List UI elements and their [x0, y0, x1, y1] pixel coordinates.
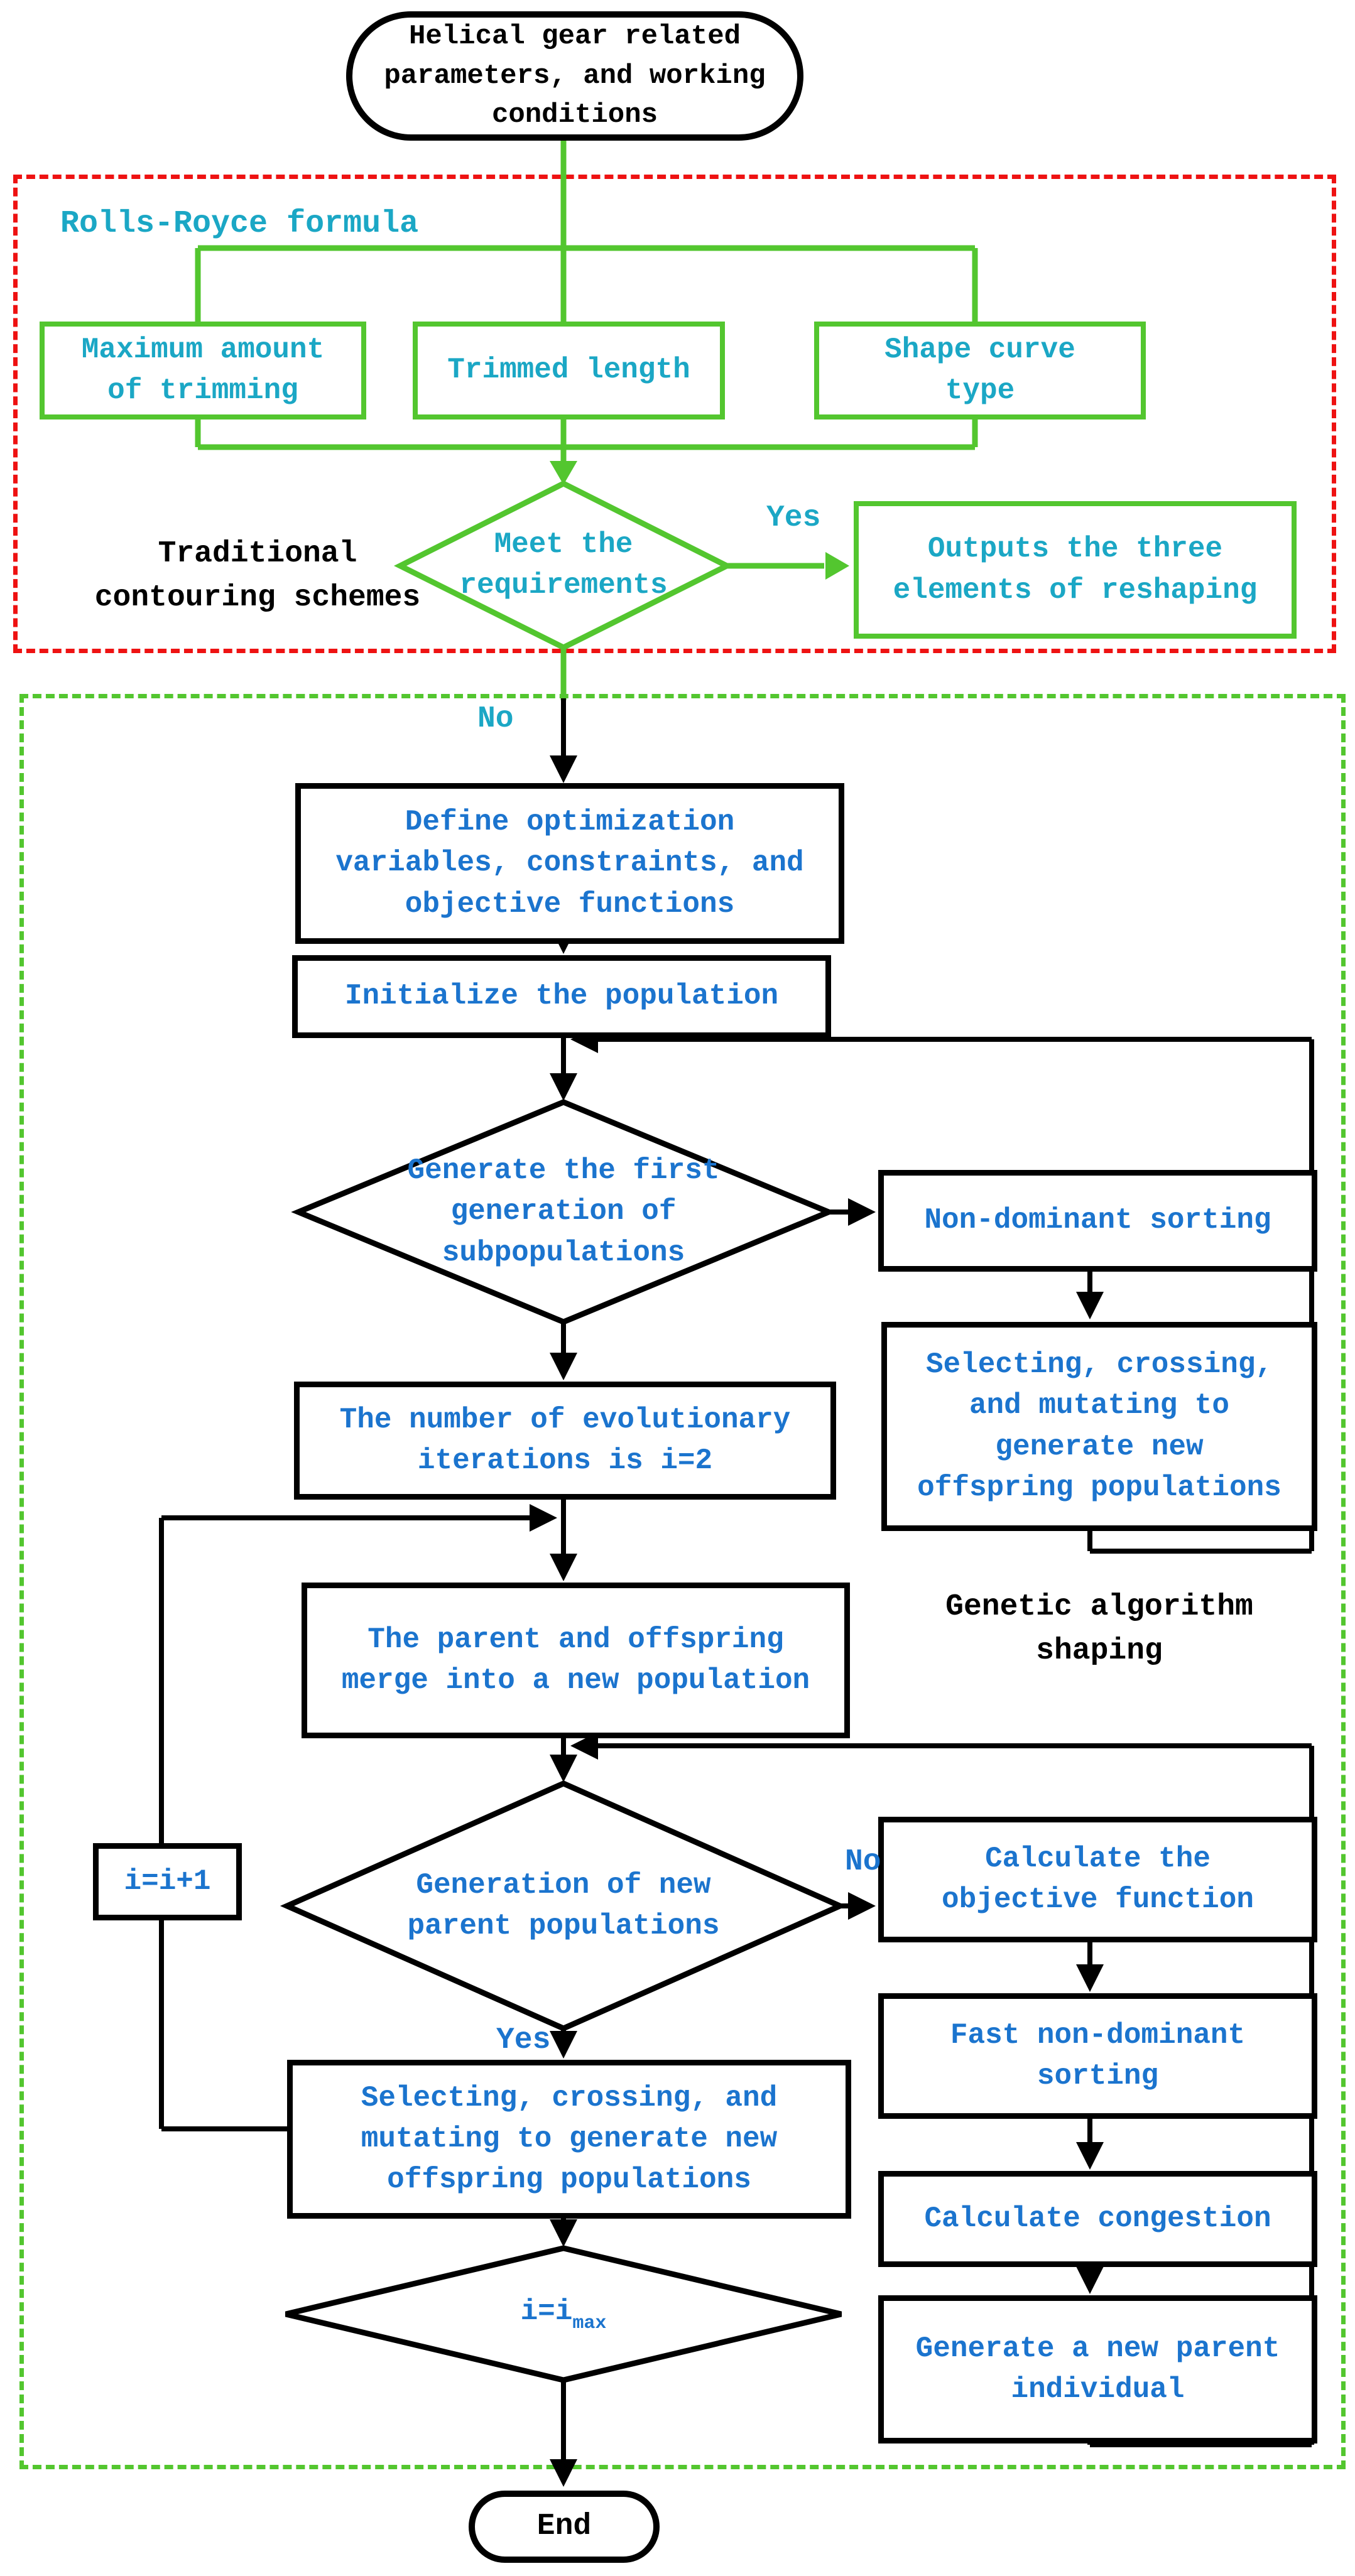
congestion-label: Calculate congestion: [924, 2202, 1271, 2235]
new-parent-decision-text: Generation of new parent populations: [362, 1824, 765, 1988]
shape-curve-label: Shape curve type: [884, 333, 1075, 407]
no-label-traditional: No: [477, 702, 514, 736]
trimmed-length-label: Trimmed length: [447, 354, 690, 387]
max-iter-decision-text: i=imax: [413, 2261, 714, 2368]
max-iter-label: i=imax: [520, 2295, 607, 2334]
define-box: Define optimization variables, constrain…: [295, 783, 844, 944]
no-label-ga: No: [845, 1845, 881, 1879]
fast-sort-box: Fast non-dominant sorting: [878, 1993, 1317, 2119]
start-label: Helical gear related parameters, and wor…: [384, 21, 766, 131]
genetic-algorithm-section-frame: [19, 694, 1346, 2469]
nd-sort-box: Non-dominant sorting: [878, 1170, 1317, 1272]
start-terminator: Helical gear related parameters, and wor…: [346, 11, 803, 141]
fast-sort-label: Fast non-dominant sorting: [950, 2018, 1246, 2092]
meet-requirements-text: Meet the requirements: [413, 490, 714, 641]
outputs-box: Outputs the three elements of reshaping: [854, 501, 1297, 639]
max-trimming-box: Maximum amount of trimming: [40, 322, 366, 419]
traditional-caption: Traditional contouring schemes: [94, 537, 421, 615]
meet-requirements-label: Meet the requirements: [459, 528, 668, 602]
new-parent-decision-label: Generation of new parent populations: [407, 1868, 720, 1942]
calc-objective-box: Calculate the objective function: [878, 1817, 1317, 1942]
gen-parent-label: Generate a new parent individual: [915, 2332, 1280, 2406]
select-right-label: Selecting, crossing, and mutating to gen…: [917, 1348, 1282, 1504]
nd-sort-label: Non-dominant sorting: [924, 1204, 1271, 1237]
merge-box: The parent and offspring merge into a ne…: [302, 1583, 850, 1738]
iterations-label: The number of evolutionary iterations is…: [339, 1403, 791, 1477]
congestion-box: Calculate congestion: [878, 2171, 1317, 2267]
genetic-caption: Genetic algorithm shaping: [945, 1590, 1253, 1668]
trimmed-length-box: Trimmed length: [413, 322, 725, 419]
define-label: Define optimization variables, constrain…: [335, 806, 804, 921]
subpop-decision-text: Generate the first generation of subpopu…: [362, 1124, 765, 1300]
select-left-box: Selecting, crossing, and mutating to gen…: [287, 2060, 851, 2219]
select-left-label: Selecting, crossing, and mutating to gen…: [361, 2081, 778, 2197]
init-box: Initialize the population: [292, 955, 831, 1038]
end-terminator: End: [469, 2491, 660, 2563]
subpop-decision-label: Generate the first generation of subpopu…: [407, 1154, 720, 1269]
increment-label: i=i+1: [124, 1864, 211, 1898]
calc-objective-label: Calculate the objective function: [942, 1842, 1254, 1916]
end-label: End: [536, 2509, 592, 2544]
rolls-royce-formula-label: Rolls-Royce formula: [60, 206, 419, 242]
yes-label-ga: Yes: [496, 2023, 551, 2057]
outputs-label: Outputs the three elements of reshaping: [893, 533, 1258, 607]
select-right-box: Selecting, crossing, and mutating to gen…: [881, 1322, 1317, 1531]
shape-curve-box: Shape curve type: [814, 322, 1146, 419]
yes-label-traditional: Yes: [766, 501, 821, 535]
iterations-box: The number of evolutionary iterations is…: [294, 1382, 836, 1500]
init-label: Initialize the population: [344, 980, 779, 1013]
gen-parent-box: Generate a new parent individual: [878, 2295, 1317, 2443]
merge-label: The parent and offspring merge into a ne…: [341, 1623, 810, 1697]
increment-box: i=i+1: [93, 1843, 242, 1920]
max-trimming-label: Maximum amount of trimming: [81, 333, 325, 407]
